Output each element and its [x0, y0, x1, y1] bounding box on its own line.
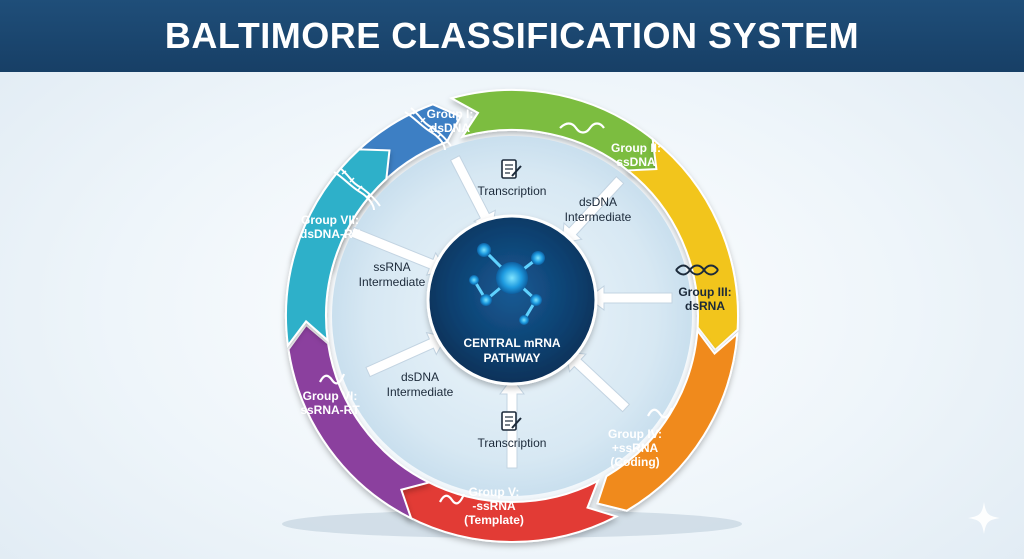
g7-label-line2: dsDNA-RT	[300, 227, 361, 241]
title-bar: BALTIMORE CLASSIFICATION SYSTEM	[0, 0, 1024, 72]
g3-label-line1: Group III:	[678, 285, 731, 299]
ring-segment-g3	[625, 136, 739, 352]
g6-label-line2: ssRNA-RT	[300, 403, 360, 417]
dsdna-intermediate-right-line2: Intermediate	[565, 210, 632, 224]
g4-label-line3: (Coding)	[610, 455, 659, 469]
g5-label-line3: (Template)	[464, 513, 524, 527]
g3-label-line2: dsRNA	[685, 299, 725, 313]
g1-label-line1: Group I:	[427, 107, 474, 121]
classification-ring	[285, 89, 739, 543]
ssrna-wave-icon	[647, 407, 674, 419]
g4-label-line2: +ssRNA	[612, 441, 659, 455]
ssrna-intermediate-left-line2: Intermediate	[359, 275, 426, 289]
central-pathway-circle	[426, 214, 598, 386]
ssdna-wave-icon	[559, 122, 605, 134]
g5-label-line2: -ssRNA	[472, 499, 516, 513]
g1-label-line2: dsDNA	[430, 121, 470, 135]
dna-icon	[333, 167, 381, 211]
ssrna-wave-icon	[439, 493, 466, 505]
page-title: BALTIMORE CLASSIFICATION SYSTEM	[164, 15, 860, 56]
pathway-arrows	[349, 155, 673, 469]
pathway-labels: Transcription dsDNA Intermediate ssRNA I…	[359, 159, 632, 450]
g2-label-line1: Group II:	[611, 141, 661, 155]
g2-label-line2: ssDNA	[616, 155, 656, 169]
ring-segment-g4	[596, 327, 739, 512]
transcription-top-label: Transcription	[478, 184, 547, 198]
sparkle-icon	[968, 502, 1000, 534]
document-icon	[501, 159, 522, 179]
ring-segment-g7	[285, 148, 391, 349]
transcription-bottom-label: Transcription	[478, 436, 547, 450]
ring-segment-g6	[287, 323, 432, 521]
dsdna-intermediate-left-line1: dsDNA	[401, 370, 439, 384]
center-label-line2: PATHWAY	[483, 351, 540, 365]
center-label-line1: CENTRAL mRNA	[463, 336, 560, 350]
ssrna-wave-icon	[319, 373, 346, 385]
molecule-icon	[469, 243, 545, 325]
g4-label-line1: Group IV:	[608, 427, 662, 441]
g5-label-line1: Group V:	[469, 485, 520, 499]
g6-label-line1: Group VI:	[303, 389, 358, 403]
dna-icon	[404, 107, 452, 151]
document-icon	[501, 411, 522, 431]
dsdna-intermediate-left-line2: Intermediate	[387, 385, 454, 399]
dsdna-intermediate-right-line1: dsDNA	[579, 195, 617, 209]
dsrna-wave-icon	[675, 264, 719, 276]
g7-label-line1: Group VII:	[301, 213, 359, 227]
ssrna-intermediate-left-line1: ssRNA	[373, 260, 410, 274]
